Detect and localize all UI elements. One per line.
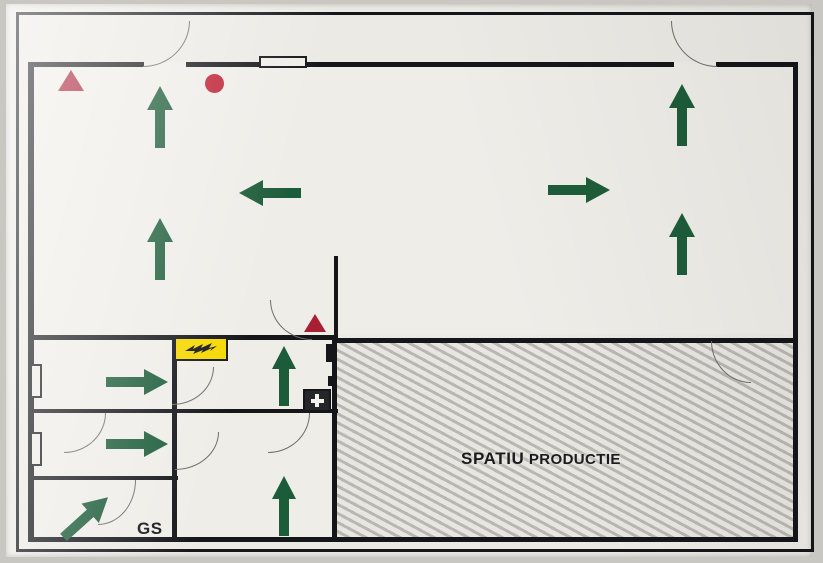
arrow-left-hall-center <box>239 179 301 207</box>
arrow-right-room-upper <box>106 368 168 396</box>
door-jamb-production-lower <box>328 376 334 386</box>
production-area-label-primary: SPATIU <box>461 449 525 468</box>
wall-hall-top-right-seg <box>716 62 798 67</box>
fire-extinguisher-marker-corridor <box>304 314 326 332</box>
arrow-up-hall-left-top <box>146 86 174 148</box>
wall-hall-left <box>28 62 34 542</box>
arrow-up-hall-left-mid <box>146 218 174 280</box>
lightning-bolt-icon <box>185 343 217 354</box>
wall-room-stub-left <box>28 409 50 413</box>
window-top-wall <box>259 56 307 68</box>
arrow-right-hall-center <box>548 176 610 204</box>
wall-corridor-right <box>332 340 337 538</box>
room-label-gs: GS <box>137 519 163 538</box>
door-jamb-production-upper <box>326 344 334 362</box>
first-aid-sign <box>303 389 331 412</box>
arrow-diagonal-gs-exit <box>50 488 120 548</box>
electrical-hazard-sign <box>174 337 228 361</box>
arrow-up-hall-right-top <box>668 84 696 146</box>
window-left-lower <box>30 432 42 466</box>
fire-extinguisher-marker-hall <box>58 70 84 91</box>
cross-icon <box>310 394 324 407</box>
wall-hall-right <box>793 62 798 542</box>
wall-hall-top-left-seg <box>28 62 144 67</box>
arrow-right-room-lower <box>106 430 168 458</box>
arrow-up-corridor-upper <box>271 346 297 406</box>
arrow-up-hall-right-mid <box>668 213 696 275</box>
production-area-label: SPATIU PRODUCTIE <box>461 449 621 469</box>
plan-sheet: SPATIU PRODUCTIE <box>6 4 814 557</box>
first-aid-sign-field <box>305 391 329 410</box>
window-left-upper <box>30 364 42 398</box>
wall-production-divider <box>334 256 338 342</box>
production-area-label-secondary: PRODUCTIE <box>528 451 621 468</box>
alarm-point-marker <box>205 74 224 93</box>
arrow-up-corridor-lower <box>271 476 297 536</box>
